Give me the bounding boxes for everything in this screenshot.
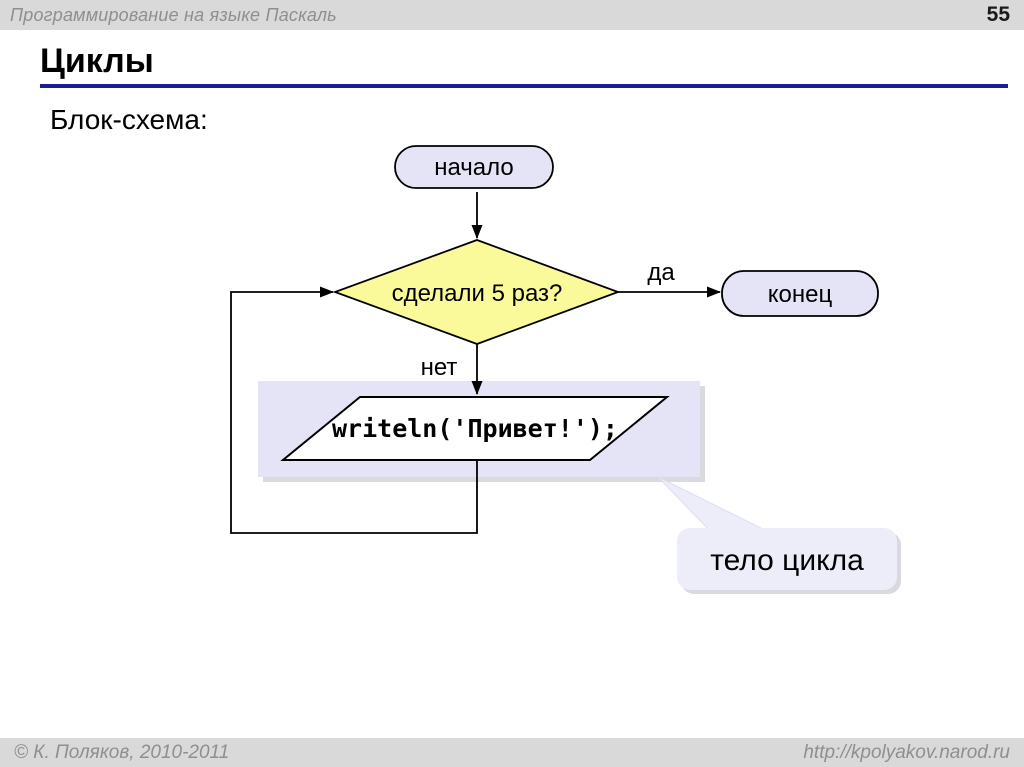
footer-bar: © К. Поляков, 2010-2011 http://kpolyakov… bbox=[0, 738, 1024, 767]
title-underline bbox=[40, 84, 1008, 88]
body-parallelogram bbox=[280, 396, 670, 461]
end-terminator bbox=[721, 270, 879, 317]
no-label: нет bbox=[421, 354, 458, 381]
body-code-label: writeln('Привет!'); bbox=[332, 414, 618, 443]
footer-url: http://kpolyakov.narod.ru bbox=[803, 741, 1010, 763]
start-label: начало bbox=[434, 154, 514, 181]
start-terminator bbox=[394, 145, 554, 189]
footer-copyright: © К. Поляков, 2010-2011 bbox=[14, 741, 230, 763]
condition-label: сделали 5 раз? bbox=[392, 280, 563, 307]
callout-label: тело цикла bbox=[710, 544, 864, 577]
condition-diamond bbox=[332, 239, 621, 345]
callout-bubble bbox=[677, 528, 897, 590]
page-number: 55 bbox=[986, 3, 1010, 26]
loop-back-connector bbox=[230, 286, 478, 534]
header-course-title: Программирование на языке Паскаль bbox=[10, 4, 337, 25]
yes-label: да bbox=[647, 259, 675, 286]
end-label: конец bbox=[768, 281, 833, 308]
callout-tail bbox=[657, 476, 767, 534]
section-label: Блок-схема: bbox=[50, 104, 208, 135]
header-bar: Программирование на языке Паскаль 55 bbox=[0, 0, 1024, 30]
page-title: Циклы bbox=[40, 42, 154, 80]
